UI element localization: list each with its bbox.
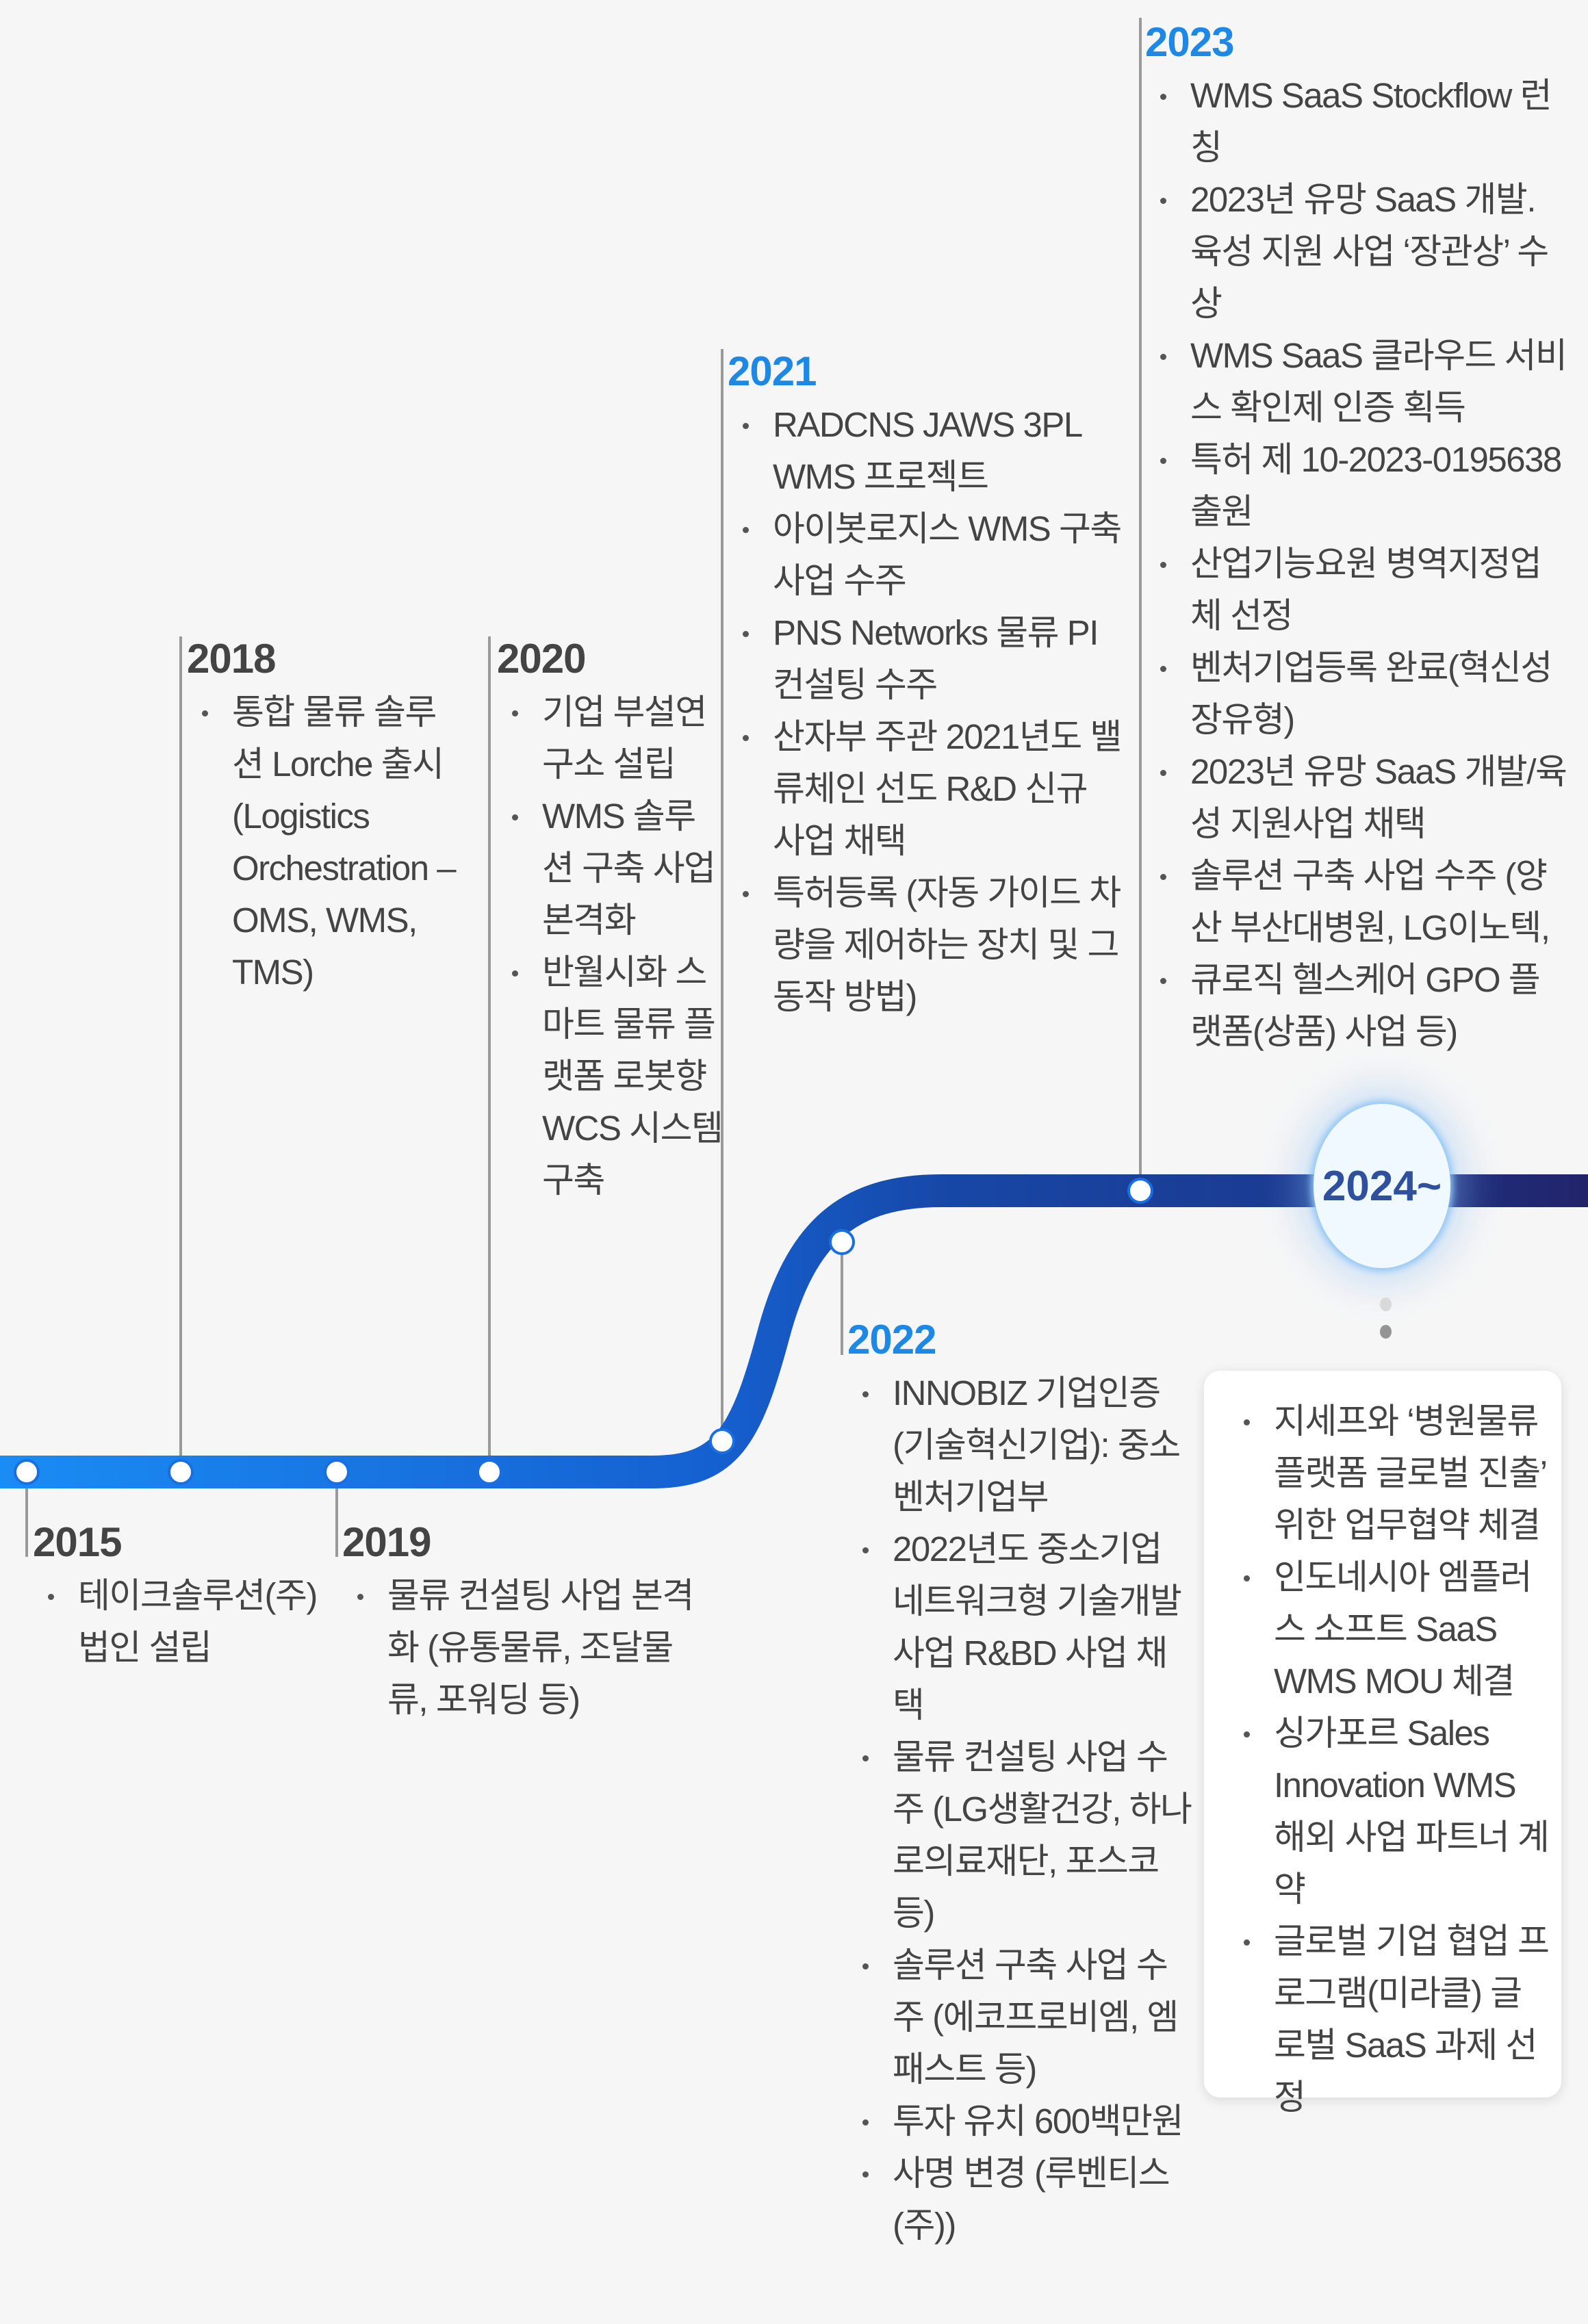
milestone-2020: 2020 기업 부설연구소 설립 WMS 솔루션 구축 사업 본격화 반월시화 … [497,632,723,1206]
year-label: 2018 [187,636,276,682]
list-item: 글로벌 기업 협업 프로그램(미라클) 글로벌 SaaS 과제 선정 [1244,1915,1552,2123]
list-item: 2023년 유망 SaaS 개발/육성 지원사업 채택 [1160,746,1570,850]
year-label: 2019 [342,1519,431,1565]
dot-2023 [1127,1178,1153,1204]
list-item: 특허등록 (자동 가이드 차량을 제어하는 장치 및 그 동작 방법) [743,867,1125,1023]
timeline-line [0,1174,1588,1488]
list-item: INNOBIZ 기업인증 (기술혁신기업): 중소벤처기업부 [862,1367,1193,1523]
pagination-dot-1[interactable] [1380,1297,1392,1311]
list-item: 테이크솔루션(주) 법인 설립 [48,1570,327,1674]
list-item: 물류 컨설팅 사업 수주 (LG생활건강, 하나로의료재단, 포스코 등) [862,1731,1193,1939]
milestone-2019: 2019 물류 컨설팅 사업 본격화 (유통물류, 조달물류, 포워딩 등) [342,1515,712,1726]
milestone-2023: 2023 WMS SaaS Stockflow 런칭 2023년 유망 SaaS… [1145,15,1570,1058]
list-item: 아이봇로지스 WMS 구축 사업 수주 [743,503,1125,607]
list-item: 지세프와 ‘병원물류 플랫폼 글로벌 진출’ 위한 업무협약 체결 [1244,1395,1552,1551]
current-year-card: 지세프와 ‘병원물류 플랫폼 글로벌 진출’ 위한 업무협약 체결 인도네시아 … [1204,1371,1561,2117]
list-item: 기업 부설연구소 설립 [512,686,723,790]
milestone-2022: 2022 INNOBIZ 기업인증 (기술혁신기업): 중소벤처기업부 2022… [847,1313,1193,2251]
milestone-2015: 2015 테이크솔루션(주) 법인 설립 [33,1515,327,1674]
dot-2019 [324,1459,350,1485]
list-item: 2023년 유망 SaaS 개발. 육성 지원 사업 ‘장관상’ 수상 [1160,174,1570,330]
list-item: 솔루션 구축 사업 수주 (양산 부산대병원, LG이노텍, [1160,850,1570,954]
dot-2021 [709,1428,735,1454]
list-item: 반월시화 스마트 물류 플랫폼 로봇향 WCS 시스템 구축 [512,946,723,1206]
list-item: 사명 변경 (루벤티스(주)) [862,2147,1193,2251]
dot-2022 [829,1229,855,1255]
list-item: 인도네시아 엠플러스 소프트 SaaS WMS MOU 체결 [1244,1551,1552,1707]
list-item: 벤처기업등록 완료(혁신성장유형) [1160,642,1570,746]
list-item: 산업기능요원 병역지정업체 선정 [1160,538,1570,642]
list-item: WMS 솔루션 구축 사업 본격화 [512,790,723,946]
list-item: WMS SaaS Stockflow 런칭 [1160,70,1570,174]
milestone-2021: 2021 RADCNS JAWS 3PL WMS 프로젝트 아이봇로지스 WMS… [728,344,1125,1023]
list-item: 싱가포르 Sales Innovation WMS 해외 사업 파트너 계약 [1244,1707,1552,1915]
list-item: 물류 컨설팅 사업 본격화 (유통물류, 조달물류, 포워딩 등) [357,1570,712,1726]
dot-2018 [168,1459,194,1485]
pagination-dot-2-active[interactable] [1380,1325,1392,1339]
year-label: 2015 [33,1519,122,1565]
dot-2020 [476,1459,502,1485]
year-label: 2021 [728,348,817,394]
milestone-2018: 2018 통합 물류 솔루션 Lorche 출시 (Logistics Orch… [187,632,461,998]
list-item: WMS SaaS 클라우드 서비스 확인제 인증 획득 [1160,330,1570,434]
year-label: 2023 [1145,19,1234,65]
list-item: 솔루션 구축 사업 수주 (에코프로비엠, 엠패스트 등) [862,1939,1193,2095]
current-year-label: 2024~ [1322,1162,1442,1210]
list-item: 산자부 주관 2021년도 밸류체인 선도 R&D 신규 사업 채택 [743,711,1125,867]
year-label: 2022 [847,1317,936,1363]
list-item: 특허 제 10-2023-0195638 출원 [1160,434,1570,538]
list-item: 통합 물류 솔루션 Lorche 출시 (Logistics Orchestra… [202,686,461,998]
list-item: 투자 유치 600백만원 [862,2095,1193,2147]
dot-2015 [14,1459,40,1485]
list-item: 2022년도 중소기업 네트워크형 기술개발사업 R&BD 사업 채택 [862,1523,1193,1731]
list-item: 큐로직 헬스케어 GPO 플랫폼(상품) 사업 등) [1160,954,1570,1058]
list-item: RADCNS JAWS 3PL WMS 프로젝트 [743,399,1125,503]
current-year-badge: 2024~ [1314,1104,1450,1268]
list-item: PNS Networks 물류 PI 컨설팅 수주 [743,607,1125,711]
year-label: 2020 [497,636,586,682]
